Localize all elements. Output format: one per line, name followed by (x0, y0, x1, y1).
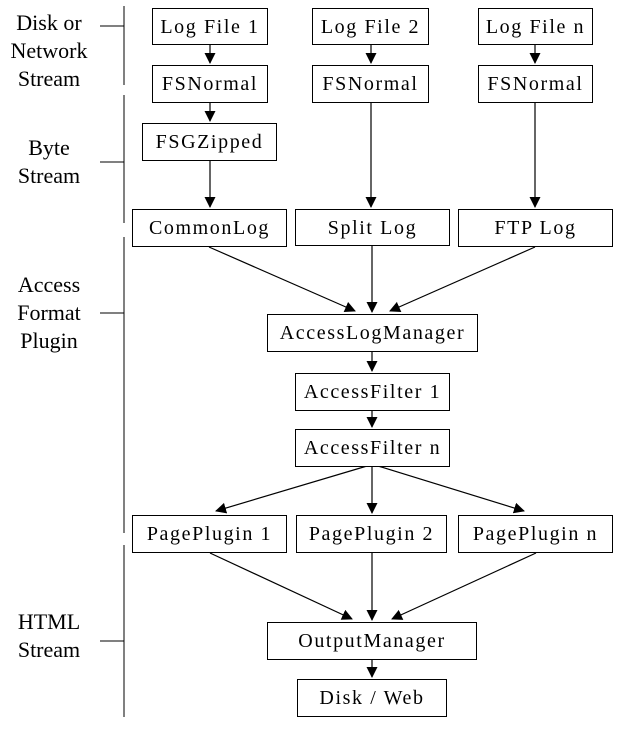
section-label-line: Disk or (16, 10, 82, 35)
node-split-log: Split Log (295, 209, 450, 246)
node-log-file-n: Log File n (478, 8, 593, 45)
node-fs-normal-n: FSNormal (478, 65, 593, 103)
section-label-line: Plugin (20, 328, 78, 353)
section-label-line: Access (17, 272, 81, 297)
node-fs-normal-1: FSNormal (152, 65, 268, 103)
node-fs-normal-2: FSNormal (312, 65, 429, 103)
node-fs-gzipped: FSGZipped (142, 123, 277, 161)
section-label-html-stream: HTML Stream (0, 608, 98, 664)
section-label-byte-stream: Byte Stream (0, 134, 98, 190)
edge-pageplugin1-outputmanager (209, 552, 353, 620)
node-common-log: CommonLog (132, 209, 287, 247)
node-output-manager: OutputManager (267, 622, 477, 660)
section-label-line: Stream (17, 163, 81, 188)
section-label-line: Byte (28, 135, 70, 160)
edge-accessfiltern-pageplugin1 (215, 465, 368, 514)
section-label-access-format-plugin: Access Format Plugin (0, 271, 98, 355)
node-log-file-1: Log File 1 (152, 8, 268, 45)
section-label-line: Network (10, 38, 88, 63)
section-label-line: Stream (17, 637, 81, 662)
section-boundary-line (100, 6, 125, 717)
node-access-log-manager: AccessLogManager (267, 314, 478, 352)
section-label-line: HTML (17, 609, 81, 634)
node-disk-web: Disk / Web (297, 679, 447, 717)
node-access-filter-1: AccessFilter 1 (295, 373, 450, 411)
node-access-filter-n: AccessFilter n (295, 429, 450, 467)
section-label-line: Stream (17, 66, 81, 91)
node-ftp-log: FTP Log (458, 209, 613, 247)
section-label-disk-or-network-stream: Disk or Network Stream (0, 9, 98, 93)
section-label-line: Format (17, 300, 81, 325)
edge-ftplog-accesslogmanager (389, 246, 536, 312)
edge-pagepluginn-outputmanager (391, 552, 537, 620)
node-page-plugin-2: PagePlugin 2 (296, 515, 447, 553)
edge-commonlog-accesslogmanager (208, 246, 356, 313)
node-page-plugin-1: PagePlugin 1 (132, 515, 287, 553)
edge-accessfiltern-pagepluginn (377, 465, 525, 514)
node-log-file-2: Log File 2 (312, 8, 429, 45)
node-page-plugin-n: PagePlugin n (458, 515, 613, 553)
